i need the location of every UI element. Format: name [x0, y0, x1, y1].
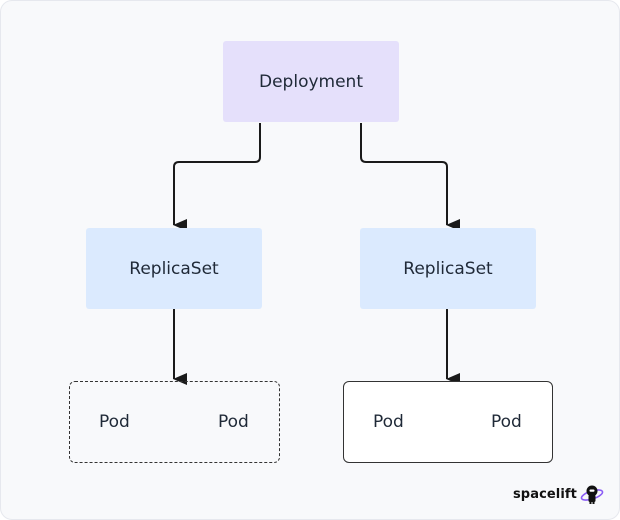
edge-deployment-to-replicaset-left [173, 123, 261, 231]
pod-label: Pod [99, 412, 130, 432]
replicaset-right-label: ReplicaSet [403, 258, 493, 279]
pod-group-left: Pod Pod [69, 381, 280, 463]
deployment-label: Deployment [259, 71, 363, 92]
spacelift-logo: spacelift [513, 483, 605, 505]
edge-deployment-to-replicaset-right [360, 123, 460, 231]
pod-label: Pod [491, 412, 522, 432]
spacelift-astronaut-icon [580, 485, 604, 504]
deployment-node: Deployment [223, 41, 399, 122]
replicaset-left-node: ReplicaSet [86, 228, 262, 309]
brand-name: spacelift [512, 486, 577, 502]
replicaset-right-node: ReplicaSet [360, 228, 536, 309]
pod-label: Pod [373, 412, 404, 432]
pod-group-right: Pod Pod [343, 381, 553, 463]
replicaset-left-label: ReplicaSet [129, 258, 219, 279]
pod-label: Pod [218, 412, 249, 432]
